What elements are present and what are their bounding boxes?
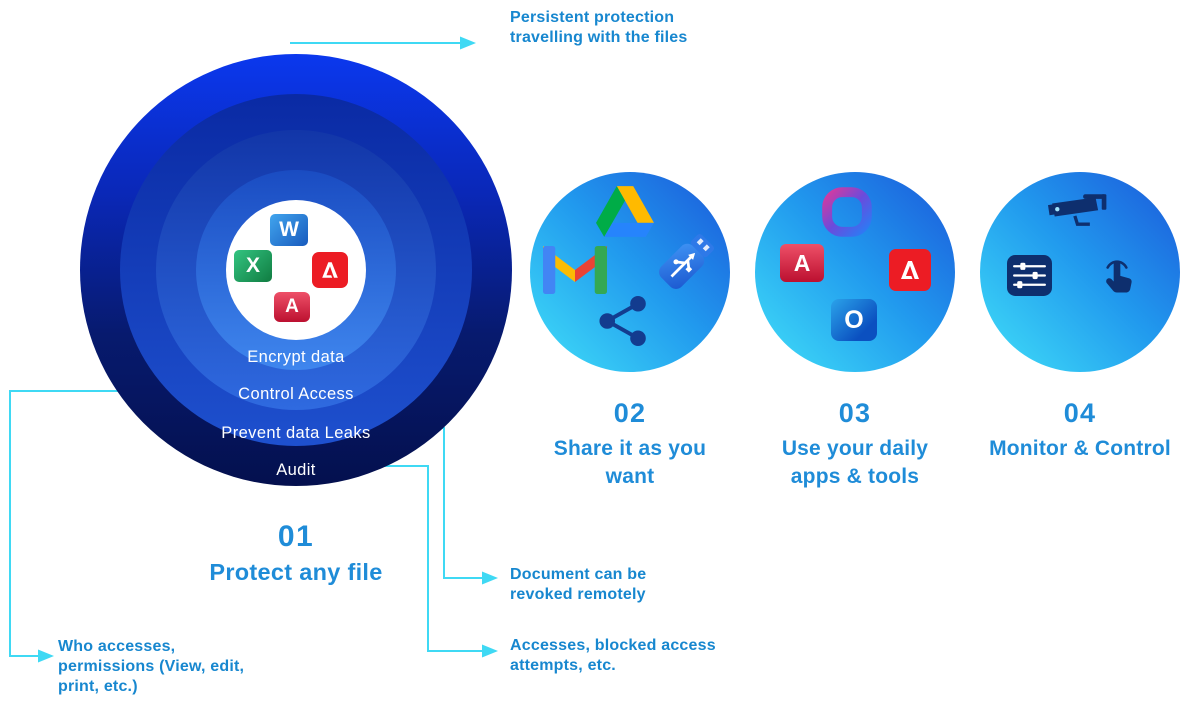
- acrobat-icon: [889, 249, 931, 291]
- step-title: Monitor & Control: [989, 437, 1171, 460]
- ring-label-audit: Audit: [276, 461, 316, 479]
- ring-label-prevent-data-leaks: Prevent data Leaks: [221, 424, 371, 442]
- outlook-icon: O: [831, 299, 877, 341]
- outlook-letter: O: [844, 305, 864, 334]
- callout-revoked-remotely: Document can be revoked remotely: [510, 566, 647, 603]
- step-number: 04: [1063, 398, 1097, 428]
- arrow-right-icon: [38, 649, 54, 663]
- excel-letter: X: [245, 254, 260, 277]
- arrow-right-icon: [482, 644, 498, 658]
- file-types-hub: W X A: [226, 200, 366, 340]
- ring-label-control-access: Control Access: [238, 385, 354, 403]
- step-share-caption: 02 Share it as you want: [535, 398, 725, 490]
- autocad-letter: A: [793, 249, 811, 276]
- step-number: 02: [613, 398, 647, 428]
- step-title: Share it as you want: [553, 437, 707, 488]
- step-monitor-caption: 04 Monitor & Control: [985, 398, 1175, 463]
- step-number: 03: [838, 398, 872, 428]
- protect-rings-group: W X A Encrypt data Control Access Preven…: [80, 54, 512, 486]
- acrobat-icon: [312, 252, 348, 288]
- arrow-right-icon: [460, 36, 476, 50]
- arrow-right-icon: [482, 571, 498, 585]
- step-apps-caption: 03 Use your daily apps & tools: [760, 398, 950, 490]
- callout-blocked-accesses: Accesses, blocked access attempts, etc.: [510, 637, 716, 674]
- sliders-icon: [1007, 255, 1052, 296]
- step-title: Protect any file: [209, 559, 383, 585]
- autocad-icon: A: [780, 244, 824, 282]
- step-circle-apps: A O: [755, 172, 955, 372]
- step-circle-monitor: [980, 172, 1180, 372]
- usb-drive-icon: [659, 233, 715, 289]
- share-icon: [599, 295, 646, 347]
- ring-label-encrypt-data: Encrypt data: [247, 348, 345, 366]
- word-letter: W: [279, 218, 299, 241]
- step-protect-caption: 01 Protect any file: [186, 520, 406, 586]
- excel-icon: X: [234, 250, 272, 282]
- acrobat-mark: [901, 261, 919, 279]
- callout-who-accesses: Who accesses, permissions (View, edit, p…: [58, 638, 245, 695]
- word-icon: W: [270, 214, 308, 246]
- touch-pointer-icon: [1106, 260, 1132, 293]
- gdrive-icon: [596, 186, 654, 237]
- gmail-icon: [543, 246, 607, 294]
- cctv-camera-icon: [1048, 194, 1107, 226]
- step-circle-share: [530, 172, 730, 372]
- microsoft-365-icon: [822, 187, 872, 237]
- step-number: 01: [277, 520, 315, 553]
- callout-persistent-protection: Persistent protection travelling with th…: [510, 9, 688, 46]
- step-title: Use your daily apps & tools: [781, 437, 929, 488]
- acrobat-mark: [322, 262, 338, 278]
- autocad-icon: A: [274, 292, 310, 322]
- autocad-letter: A: [285, 296, 299, 317]
